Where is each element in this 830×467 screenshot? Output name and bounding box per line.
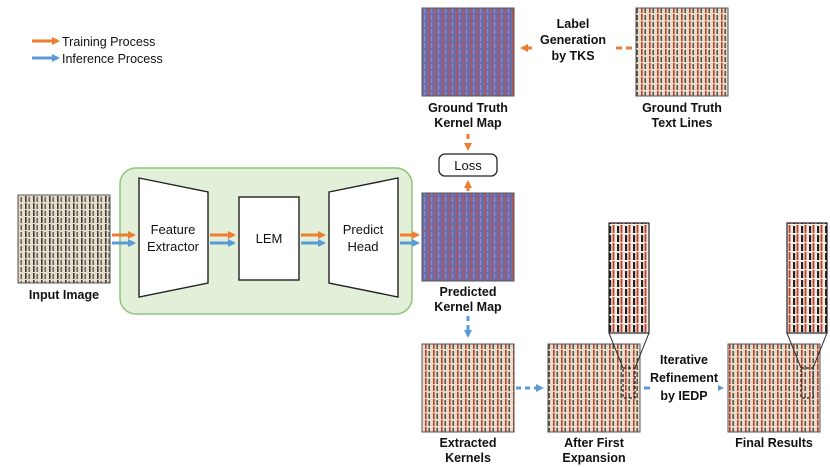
predicted-kernel-label-2: Kernel Map xyxy=(434,300,502,314)
after-first-label-1: After First xyxy=(564,436,625,450)
predicted-kernel-label-1: Predicted xyxy=(440,285,497,299)
label-gen-1: Label xyxy=(557,17,590,31)
predicted-kernel-map xyxy=(421,192,515,282)
feature-extractor-label-2: Extractor xyxy=(147,239,200,254)
legend-inference: Inference Process xyxy=(62,52,163,66)
gt-text-label-1: Ground Truth xyxy=(642,101,722,115)
predict-head-label-1: Predict xyxy=(343,222,384,237)
final-results xyxy=(727,343,821,433)
label-gen-bg xyxy=(533,14,613,66)
predict-head-label-2: Head xyxy=(347,239,378,254)
zoom-line-right-2 xyxy=(812,332,828,369)
label-gen-2: Generation xyxy=(540,33,606,47)
final-results-label: Final Results xyxy=(735,436,813,450)
lem-label: LEM xyxy=(256,231,283,246)
iter-label-3: by IEDP xyxy=(660,389,707,403)
zoom-callout-expansion xyxy=(608,222,650,334)
iter-label-2: Refinement xyxy=(650,371,719,385)
extracted-label-1: Extracted xyxy=(440,436,497,450)
gt-text-label-2: Text Lines xyxy=(652,116,713,130)
gt-kernel-label-1: Ground Truth xyxy=(428,101,508,115)
extracted-kernels xyxy=(421,343,515,433)
gt-kernel-map xyxy=(421,7,515,97)
loss-box xyxy=(438,153,498,177)
gt-kernel-label-2: Kernel Map xyxy=(434,116,502,130)
label-gen-3: by TKS xyxy=(551,49,594,63)
zoom-callout-final xyxy=(786,222,828,334)
input-image xyxy=(17,194,111,284)
iter-label-bg xyxy=(650,350,718,404)
feature-extractor-label-1: Feature xyxy=(151,222,196,237)
after-first-expansion xyxy=(547,343,641,433)
loss-label: Loss xyxy=(454,158,482,173)
zoom-line-left-2 xyxy=(786,332,802,369)
predict-head-box xyxy=(328,177,399,298)
zoom-region-final xyxy=(800,367,814,399)
extracted-label-2: Kernels xyxy=(445,451,491,465)
lem-box xyxy=(238,196,300,281)
zoom-line-left-1 xyxy=(608,332,624,369)
legend: Training Process Inference Process xyxy=(32,35,163,66)
after-first-label-2: Expansion xyxy=(562,451,625,465)
legend-training: Training Process xyxy=(62,35,155,49)
iter-label-1: Iterative xyxy=(660,353,708,367)
zoom-region-expansion xyxy=(622,367,636,399)
input-image-label: Input Image xyxy=(29,288,99,302)
feature-extractor-box xyxy=(138,177,209,298)
gt-text-lines xyxy=(635,7,729,97)
flow-arrows-row xyxy=(112,231,420,247)
zoom-line-right-1 xyxy=(634,332,650,369)
